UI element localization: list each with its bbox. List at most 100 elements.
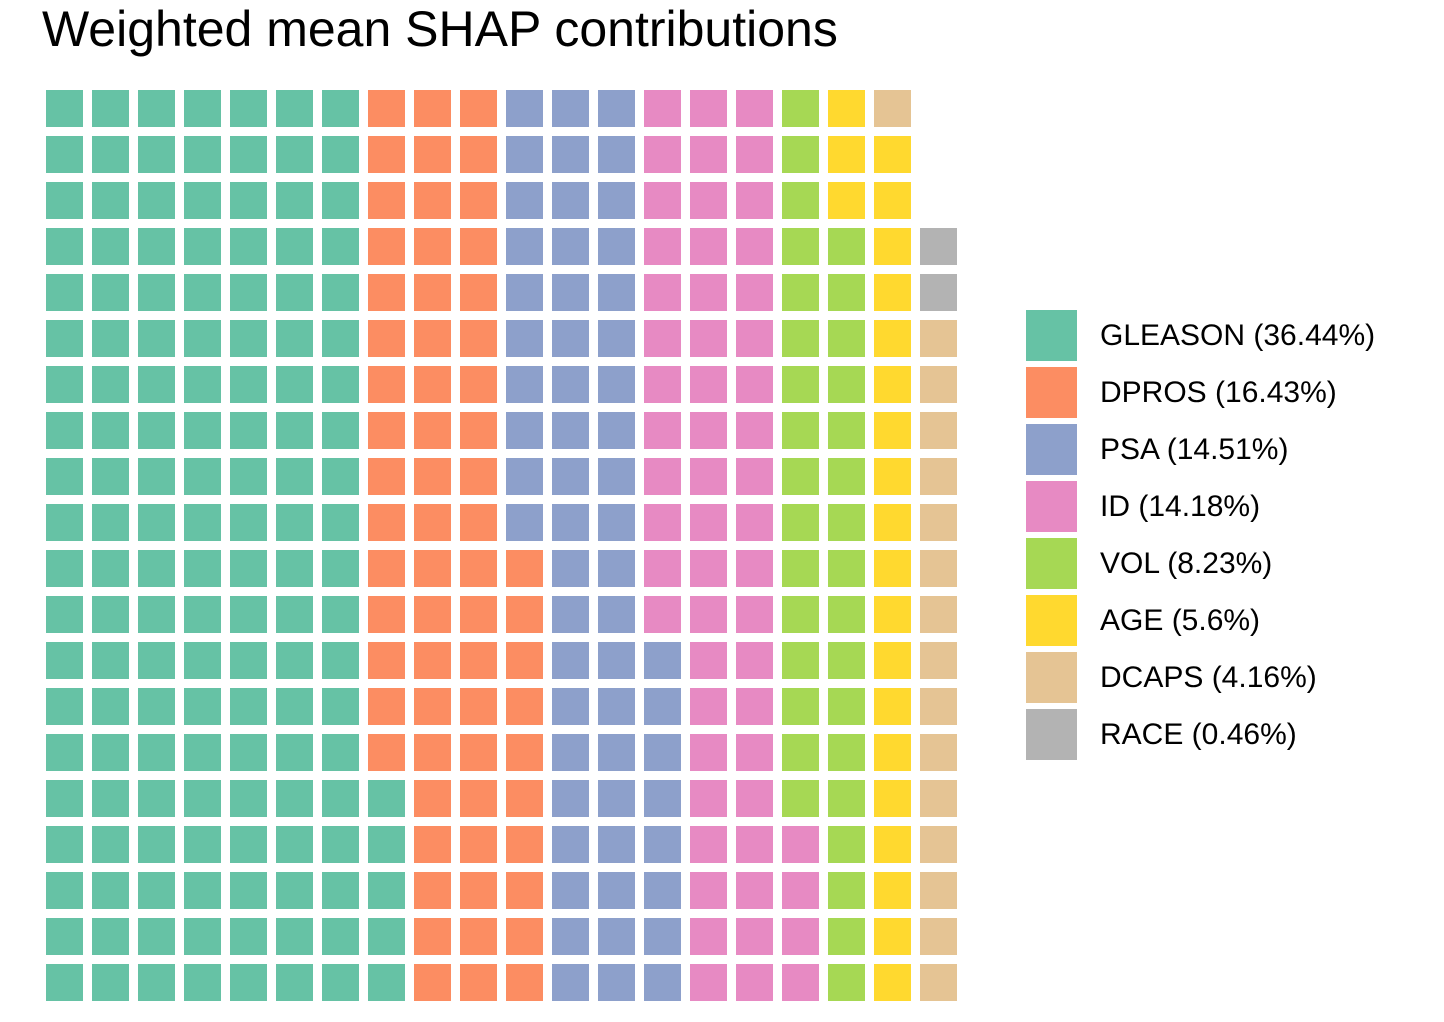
waffle-cell-dpros <box>414 642 451 679</box>
waffle-cell-psa <box>552 274 589 311</box>
waffle-cell-psa <box>552 182 589 219</box>
waffle-cell-psa <box>552 90 589 127</box>
waffle-cell-psa <box>552 412 589 449</box>
waffle-cell-gleason <box>276 872 313 909</box>
waffle-cell-gleason <box>46 90 83 127</box>
waffle-cell-dpros <box>414 688 451 725</box>
legend-swatch-age <box>1026 595 1077 646</box>
waffle-cell-psa <box>506 504 543 541</box>
waffle-cell-gleason <box>184 366 221 403</box>
waffle-cell-dpros <box>368 136 405 173</box>
waffle-cell-id <box>736 366 773 403</box>
waffle-cell-psa <box>598 596 635 633</box>
waffle-cell-gleason <box>276 504 313 541</box>
waffle-cell-gleason <box>92 550 129 587</box>
waffle-cell-gleason <box>276 228 313 265</box>
legend-label: GLEASON (36.44%) <box>1100 318 1376 352</box>
waffle-cell-gleason <box>184 964 221 1001</box>
waffle-cell-dpros <box>414 872 451 909</box>
waffle-cell-gleason <box>184 734 221 771</box>
waffle-cell-gleason <box>46 872 83 909</box>
waffle-cell-age <box>874 734 911 771</box>
waffle-cell-id <box>690 872 727 909</box>
waffle-cell-vol <box>782 90 819 127</box>
waffle-cell-gleason <box>184 596 221 633</box>
waffle-cell-gleason <box>230 826 267 863</box>
waffle-cell-gleason <box>276 90 313 127</box>
waffle-cell-id <box>644 228 681 265</box>
waffle-cell-dpros <box>414 918 451 955</box>
waffle-cell-vol <box>828 274 865 311</box>
waffle-cell-vol <box>782 458 819 495</box>
waffle-cell-id <box>736 504 773 541</box>
waffle-cell-vol <box>782 274 819 311</box>
waffle-cell-gleason <box>138 596 175 633</box>
waffle-cell-dcaps <box>920 964 957 1001</box>
waffle-cell-gleason <box>230 320 267 357</box>
waffle-cell-race <box>920 274 957 311</box>
waffle-cell-id <box>736 688 773 725</box>
waffle-cell-dpros <box>414 780 451 817</box>
waffle-cell-dpros <box>368 412 405 449</box>
waffle-cell-psa <box>506 458 543 495</box>
waffle-cell-gleason <box>322 320 359 357</box>
waffle-cell-gleason <box>276 642 313 679</box>
waffle-cell-psa <box>552 228 589 265</box>
waffle-cell-gleason <box>92 642 129 679</box>
waffle-cell-gleason <box>368 964 405 1001</box>
waffle-cell-id <box>736 182 773 219</box>
waffle-cell-psa <box>506 90 543 127</box>
waffle-cell-psa <box>598 504 635 541</box>
waffle-cell-vol <box>828 826 865 863</box>
waffle-cell-dpros <box>506 550 543 587</box>
waffle-cell-age <box>874 504 911 541</box>
waffle-cell-vol <box>828 918 865 955</box>
waffle-cell-psa <box>598 458 635 495</box>
legend-item-dcaps: DCAPS (4.16%) <box>1026 652 1375 703</box>
waffle-cell-dcaps <box>920 366 957 403</box>
waffle-cell-id <box>690 320 727 357</box>
waffle-cell-gleason <box>184 550 221 587</box>
waffle-cell-gleason <box>322 90 359 127</box>
waffle-cell-id <box>644 90 681 127</box>
waffle-cell-gleason <box>230 458 267 495</box>
legend-item-age: AGE (5.6%) <box>1026 595 1375 646</box>
waffle-cell-vol <box>782 734 819 771</box>
waffle-cell-gleason <box>138 688 175 725</box>
waffle-cell-id <box>644 504 681 541</box>
waffle-cell-psa <box>552 320 589 357</box>
waffle-cell-dpros <box>460 918 497 955</box>
waffle-cell-id <box>690 504 727 541</box>
waffle-cell-age <box>874 872 911 909</box>
waffle-cell-dpros <box>368 458 405 495</box>
waffle-cell-gleason <box>230 136 267 173</box>
waffle-cell-gleason <box>92 918 129 955</box>
waffle-cell-vol <box>828 642 865 679</box>
waffle-cell-vol <box>828 596 865 633</box>
waffle-cell-id <box>690 688 727 725</box>
waffle-cell-dpros <box>368 274 405 311</box>
waffle-cell-gleason <box>322 826 359 863</box>
waffle-cell-vol <box>828 734 865 771</box>
waffle-cell-gleason <box>46 228 83 265</box>
waffle-cell-gleason <box>46 274 83 311</box>
waffle-cell-gleason <box>184 826 221 863</box>
waffle-cell-age <box>874 228 911 265</box>
waffle-cell-vol <box>828 458 865 495</box>
waffle-cell-gleason <box>92 826 129 863</box>
waffle-cell-dpros <box>460 550 497 587</box>
waffle-cell-id <box>690 826 727 863</box>
waffle-cell-age <box>874 550 911 587</box>
legend-item-dpros: DPROS (16.43%) <box>1026 367 1375 418</box>
waffle-cell-psa <box>598 918 635 955</box>
waffle-cell-id <box>690 458 727 495</box>
waffle-cell-gleason <box>276 826 313 863</box>
waffle-cell-vol <box>828 964 865 1001</box>
waffle-cell-dpros <box>506 780 543 817</box>
legend-item-vol: VOL (8.23%) <box>1026 538 1375 589</box>
waffle-cell-psa <box>506 366 543 403</box>
waffle-cell-id <box>644 550 681 587</box>
waffle-cell-gleason <box>276 780 313 817</box>
waffle-cell-gleason <box>46 734 83 771</box>
waffle-cell-gleason <box>46 366 83 403</box>
